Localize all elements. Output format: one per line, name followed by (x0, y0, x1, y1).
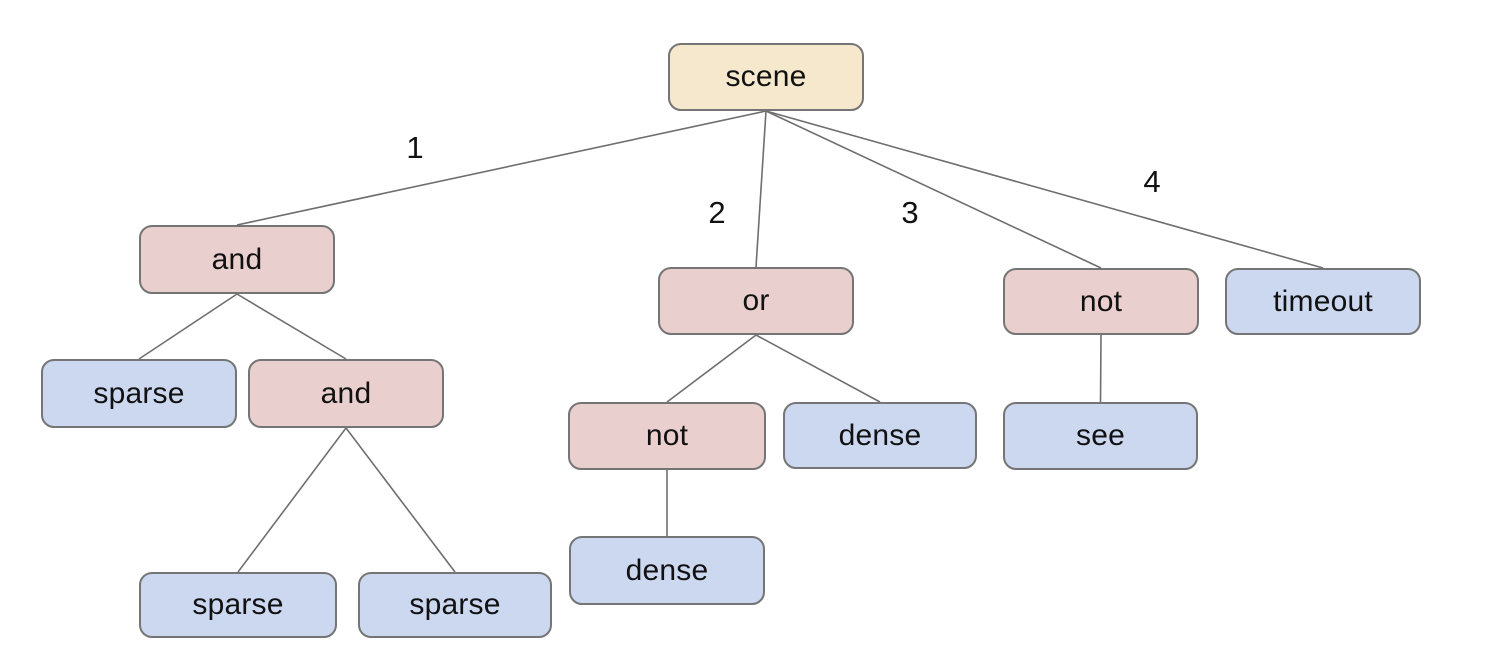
node-sparse-bottom-left: sparse (139, 572, 337, 638)
node-and-left: and (139, 225, 335, 294)
node-sparse-bottom-right: sparse (358, 572, 552, 638)
edge-label-3: 3 (901, 195, 919, 230)
node-sparse-left: sparse (41, 359, 237, 428)
node-or: or (658, 267, 854, 335)
tree-edge-and2-sparse3 (237, 427, 347, 573)
tree-edge-and1-sparse1 (138, 293, 238, 360)
node-dense-under-or: dense (783, 402, 977, 469)
tree-edge-scene-timeout (765, 110, 1324, 269)
node-timeout: timeout (1225, 268, 1421, 335)
node-not-right: not (1003, 268, 1199, 335)
edge-label-2: 2 (708, 195, 726, 230)
tree-edge-and2-sparse4 (345, 427, 456, 573)
node-see: see (1003, 402, 1198, 470)
edge-label-4: 4 (1143, 164, 1161, 199)
tree-edge-scene-or (755, 110, 767, 268)
node-and-nested: and (248, 359, 444, 428)
tree-edge-scene-and1 (236, 110, 767, 226)
tree-edge-and1-and2 (236, 293, 347, 360)
node-scene: scene (668, 43, 864, 111)
node-not-under-or: not (568, 402, 766, 470)
tree-edge-not2-see (1099, 334, 1102, 403)
node-dense-under-not: dense (569, 536, 765, 605)
edge-label-1: 1 (406, 130, 424, 165)
tree-edge-scene-not2 (765, 110, 1102, 269)
tree-edge-or-dense2 (755, 334, 881, 403)
tree-edge-or-not1 (666, 334, 757, 403)
